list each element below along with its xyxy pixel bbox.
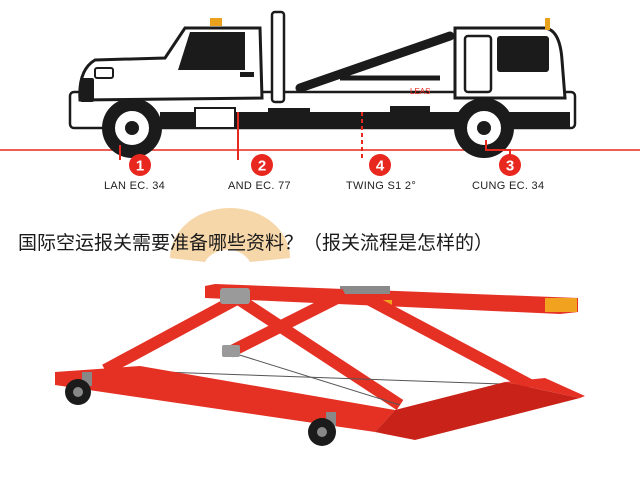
caster-wheel-right bbox=[308, 412, 336, 446]
callout-number-4: 4 bbox=[376, 158, 385, 175]
beam-reflector bbox=[545, 298, 577, 312]
strut-diagonal-a bbox=[236, 294, 404, 411]
rear-cab-light bbox=[545, 18, 550, 30]
frame-illustration bbox=[55, 284, 585, 446]
cable-b bbox=[229, 351, 401, 406]
rear-cab-door bbox=[463, 34, 493, 94]
headlight bbox=[94, 67, 114, 79]
callout-badge-4: 4 bbox=[369, 154, 391, 176]
cab-roof-light bbox=[210, 18, 222, 26]
callout-label-2: AND EC. 77 bbox=[228, 180, 291, 192]
caster-wheel-left bbox=[65, 372, 92, 405]
front-grille bbox=[80, 78, 94, 102]
lift-arm bbox=[295, 31, 455, 93]
callout-number-2: 2 bbox=[258, 158, 266, 175]
beam-clamp bbox=[340, 286, 390, 294]
rear-cab-window bbox=[497, 36, 549, 72]
callout-label-1: LAN EC. 34 bbox=[104, 180, 166, 192]
callout-badge-1: 1 bbox=[129, 154, 151, 176]
front-cab-window bbox=[178, 32, 245, 70]
step-box bbox=[194, 107, 236, 129]
exhaust-stack bbox=[270, 10, 286, 104]
storage-box-left bbox=[268, 108, 310, 128]
callout-label-4: TWING S1 2° bbox=[346, 180, 417, 192]
base-corner bbox=[505, 378, 585, 398]
base-rail-front bbox=[375, 382, 580, 440]
body-text: LEAS bbox=[410, 87, 430, 96]
callout-badge-2: 2 bbox=[251, 154, 273, 176]
callout-badge-3: 3 bbox=[499, 154, 521, 176]
rear-wheel bbox=[454, 98, 514, 158]
top-beam bbox=[205, 284, 578, 314]
storage-box-right bbox=[390, 106, 430, 128]
callout-label-3: CUNG EC. 34 bbox=[472, 180, 545, 192]
strut-diagonal-b bbox=[227, 288, 348, 358]
hinge-joint-mid bbox=[222, 345, 240, 357]
watermark-shape bbox=[170, 208, 290, 262]
strut-left bbox=[102, 294, 238, 376]
front-wheel bbox=[102, 98, 162, 158]
truck-illustration: LEAS 1 2 4 bbox=[0, 10, 640, 176]
base-rail-left bbox=[55, 366, 395, 432]
door-handle bbox=[240, 72, 254, 77]
headline-title: 国际空运报关需要准备哪些资料？（报关流程是怎样的） bbox=[18, 232, 494, 254]
callout-number-1: 1 bbox=[136, 158, 144, 175]
strut-right bbox=[367, 294, 533, 391]
hinge-joint-top bbox=[220, 288, 250, 304]
callout-number-3: 3 bbox=[506, 158, 514, 175]
